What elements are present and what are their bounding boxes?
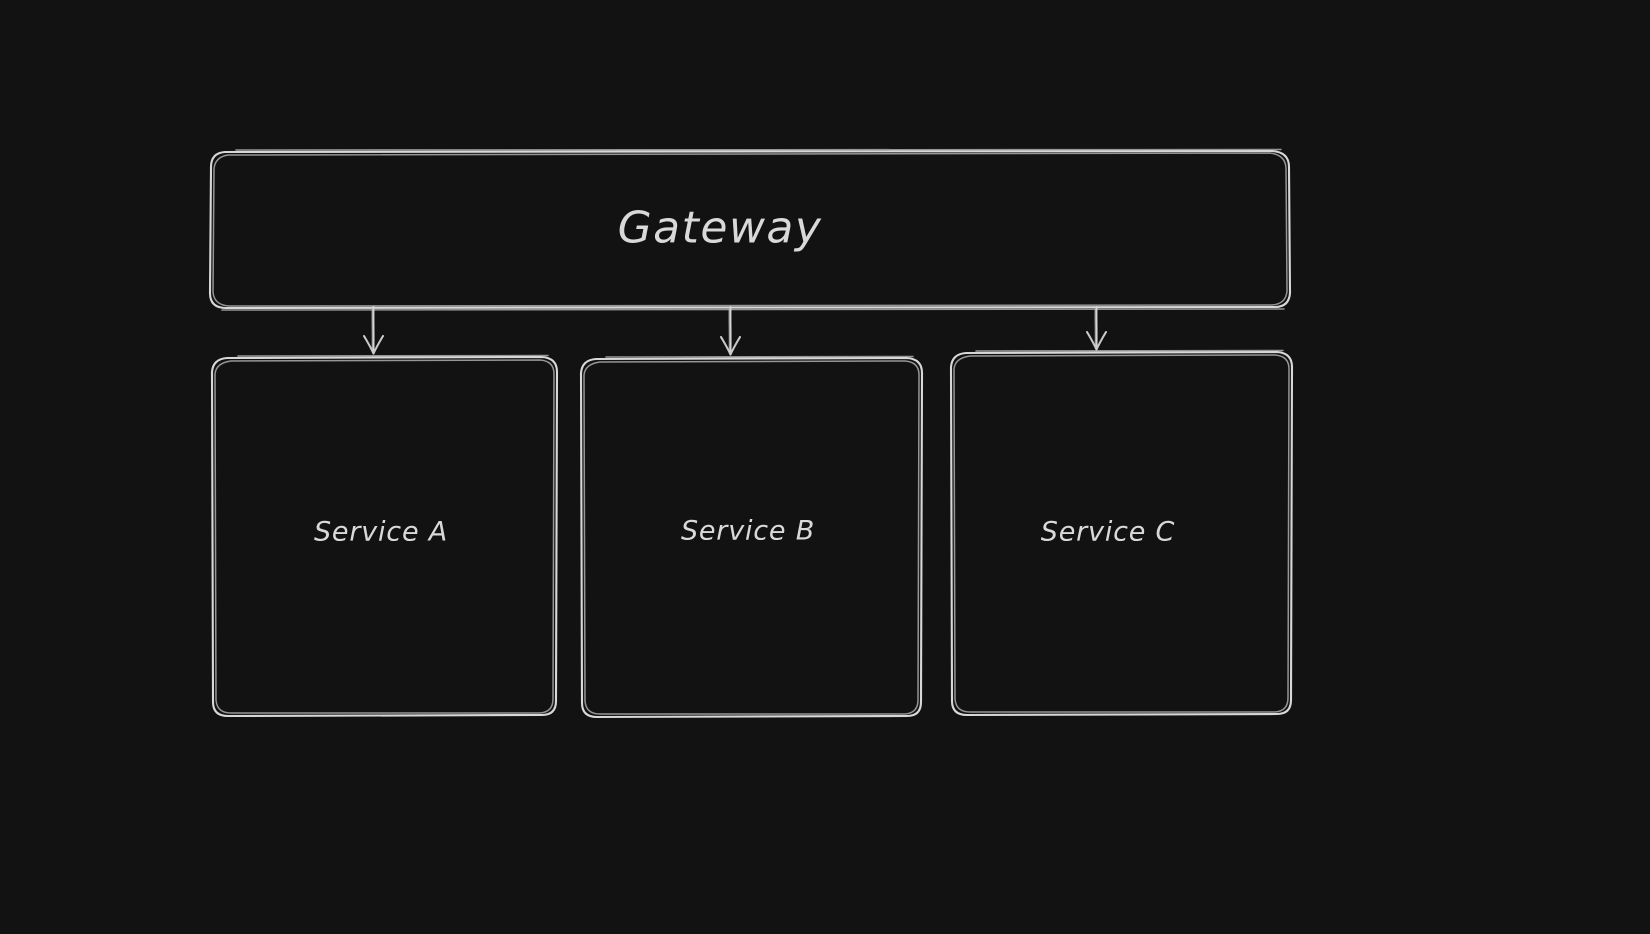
gateway-node[interactable] — [210, 151, 1290, 308]
service-c-node[interactable] — [951, 352, 1292, 715]
edge-gateway-service-b[interactable] — [720, 306, 741, 356]
service-a-node-shape[interactable] — [210, 354, 559, 718]
service-a-node[interactable] — [212, 357, 557, 716]
service-b-node-shape[interactable] — [579, 355, 924, 719]
service-c-node-shape[interactable] — [949, 349, 1294, 717]
gateway-node-shape[interactable] — [208, 148, 1292, 311]
edge-gateway-service-a[interactable] — [363, 306, 384, 355]
service-b-node[interactable] — [581, 358, 922, 717]
edge-gateway-service-c[interactable] — [1086, 306, 1107, 351]
